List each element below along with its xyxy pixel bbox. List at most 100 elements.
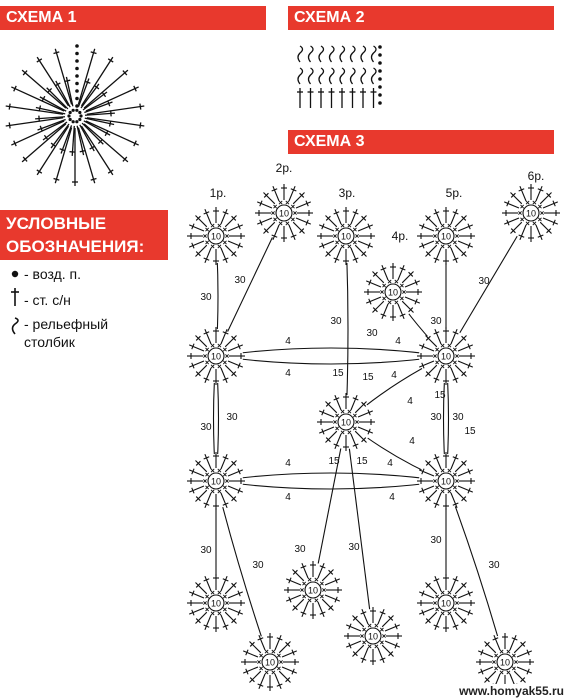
motif-center-ring — [207, 227, 225, 245]
motif-stitches — [417, 327, 475, 385]
row-label-1: 1р. — [210, 186, 227, 200]
chain-label-30: 30 — [200, 422, 212, 433]
chain-label-30: 30 — [330, 316, 342, 327]
motif-9: 10 — [317, 393, 375, 451]
chain-label-30: 30 — [294, 544, 306, 555]
motif-15: 10 — [241, 633, 299, 691]
legend-title: УСЛОВНЫЕ ОБОЗНАЧЕНИЯ: — [0, 210, 168, 260]
scheme-2-post-stitch — [370, 67, 377, 85]
motif-14: 10 — [417, 574, 475, 632]
motif-center-ring — [364, 627, 382, 645]
legend-icons — [11, 270, 19, 335]
motif-stitches — [241, 633, 299, 691]
chain-label-4: 4 — [285, 336, 291, 347]
scheme-2-post-stitch — [360, 45, 367, 63]
row-label-6: 6р. — [528, 169, 545, 183]
scheme-2-post-stitch — [370, 45, 377, 63]
row-label-3: 3р. — [339, 186, 356, 200]
motif-center-ring — [304, 581, 322, 599]
legend-double-crochet-text: - ст. с/н — [24, 292, 71, 308]
scheme-1-chain-dot — [75, 44, 79, 48]
motif-center-ring — [437, 227, 455, 245]
chain-label-4: 4 — [409, 436, 415, 447]
scheme-2-post-stitch — [297, 67, 304, 85]
scheme-1-chain-dot — [75, 74, 79, 78]
scheme-2-post-stitch — [339, 67, 346, 85]
scheme-1-chain-dot — [75, 104, 79, 108]
scheme-2-stitch-grid — [297, 45, 382, 108]
motif-stitches — [364, 263, 422, 321]
chain-label-4: 4 — [389, 492, 395, 503]
motif-stitches — [284, 561, 342, 619]
motif-8: 10 — [417, 327, 475, 385]
row-label-5: 5р. — [446, 186, 463, 200]
motif-center-ring — [337, 227, 355, 245]
chain-mid-top-a — [215, 355, 447, 365]
scheme-2-post-stitch — [360, 67, 367, 85]
scheme-2-chain-dot — [378, 101, 382, 105]
motif-10: 10 — [187, 452, 245, 510]
motif-center-label: 10 — [526, 209, 536, 219]
scheme-2-chain-dot — [378, 77, 382, 81]
motif-stitches — [417, 207, 475, 265]
motif-stitches — [187, 327, 245, 385]
scheme-2-chain-dot — [378, 85, 382, 89]
chain-label-30: 30 — [200, 545, 212, 556]
motif-1: 10 — [187, 207, 245, 265]
chain-stitch-dot-icon — [11, 270, 19, 278]
motif-center-label: 10 — [211, 477, 221, 487]
double-crochet-dagger-icon — [11, 288, 19, 306]
scheme-2-post-stitch — [318, 45, 325, 63]
chain-label-30: 30 — [430, 535, 442, 546]
scheme-2-chain-dot — [378, 53, 382, 57]
motif-center-ring — [522, 204, 540, 222]
scheme-2-post-stitch — [307, 45, 314, 63]
chain-label-15: 15 — [464, 426, 476, 437]
scheme-2-stitches — [297, 45, 377, 108]
motif-center-label: 10 — [341, 418, 351, 428]
legend-post-stitch-text-2: столбик — [24, 334, 75, 350]
motif-center-label: 10 — [211, 352, 221, 362]
chain-label-4: 4 — [391, 370, 397, 381]
motif-stitches — [187, 452, 245, 510]
scheme-2-post-stitch — [328, 67, 335, 85]
motif-stitches — [255, 184, 313, 242]
motif-center-label: 10 — [500, 658, 510, 668]
scheme-1-center-dot — [75, 108, 79, 112]
motif-3: 10 — [317, 207, 375, 265]
motif-stitches — [417, 574, 475, 632]
chain-label-15: 15 — [434, 390, 446, 401]
motif-center-ring — [384, 283, 402, 301]
scheme-1-chain-dot — [75, 81, 79, 86]
chain-bot-right-b — [445, 480, 506, 663]
motif-7: 10 — [187, 327, 245, 385]
scheme-2-post-stitch — [307, 67, 314, 85]
motif-center-label: 10 — [441, 477, 451, 487]
chain-mid-bot-a — [215, 480, 447, 490]
scheme-1-center-dot — [67, 114, 71, 118]
motif-center-ring — [275, 204, 293, 222]
chain-label-30: 30 — [430, 412, 442, 423]
motif-center-ring — [207, 594, 225, 612]
chain-label-30: 30 — [200, 292, 212, 303]
scheme-1-center-dot — [71, 120, 75, 124]
motif-stitches — [417, 452, 475, 510]
motif-center-ring — [337, 413, 355, 431]
chain-label-30: 30 — [234, 275, 246, 286]
motif-center-label: 10 — [441, 599, 451, 609]
scheme-1-center-dot — [75, 120, 79, 124]
chain-label-30: 30 — [348, 542, 360, 553]
watermark: www.homyak55.ru — [457, 684, 566, 698]
chain-label-30: 30 — [430, 316, 442, 327]
motif-center-ring — [207, 347, 225, 365]
scheme-1-chain-dot — [75, 96, 79, 101]
scheme-2-chain-dot — [378, 93, 382, 97]
motif-center-label: 10 — [279, 209, 289, 219]
scheme-1-chain-dot — [75, 51, 79, 56]
scheme-1-center-dot — [68, 110, 72, 115]
chain-label-30: 30 — [226, 412, 238, 423]
motif-stitches — [317, 393, 375, 451]
chain-mid-bot-b — [215, 472, 447, 482]
